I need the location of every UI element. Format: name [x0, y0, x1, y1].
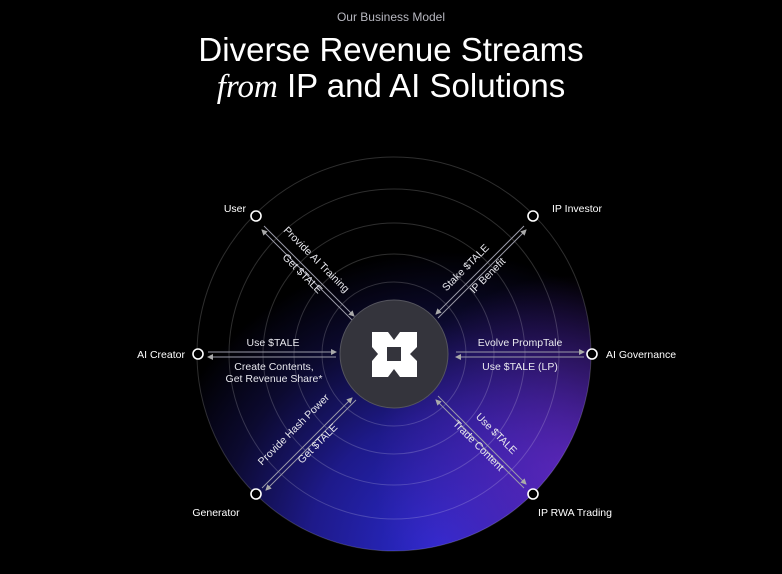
label-user: User: [224, 203, 247, 215]
node-markers[interactable]: [192, 210, 598, 500]
flow-creator-out: Use $TALE: [247, 337, 300, 349]
label-ip-rwa-trading: IP RWA Trading: [538, 507, 612, 519]
node-ai-governance[interactable]: [586, 348, 598, 360]
page-title: Diverse Revenue Streams from IP and AI S…: [0, 31, 782, 106]
flow-creator-in-1: Create Contents,: [234, 361, 313, 373]
center-hub: [339, 299, 449, 409]
flow-arrows: [207, 225, 585, 491]
section-eyebrow: Our Business Model: [336, 10, 446, 24]
flow-gov-in: Use $TALE (LP): [482, 361, 558, 373]
label-ai-creator: AI Creator: [137, 349, 185, 361]
title-line-1: Diverse Revenue Streams: [198, 31, 584, 68]
node-ip-investor[interactable]: [527, 210, 539, 222]
node-generator[interactable]: [250, 488, 262, 500]
promptale-logo: [372, 332, 417, 377]
title-italic: from: [216, 69, 278, 105]
label-ai-governance: AI Governance: [606, 349, 676, 361]
title-line-2: from IP and AI Solutions: [0, 67, 782, 106]
node-ip-rwa-trading[interactable]: [527, 488, 539, 500]
flow-creator-in-2: Get Revenue Share*: [226, 373, 323, 385]
node-ai-creator[interactable]: [192, 348, 204, 360]
node-user[interactable]: [250, 210, 262, 222]
label-generator: Generator: [192, 507, 240, 519]
title-rest: IP and AI Solutions: [277, 67, 566, 104]
label-ip-investor: IP Investor: [552, 203, 603, 215]
flow-gov-out: Evolve PrompTale: [478, 337, 563, 349]
